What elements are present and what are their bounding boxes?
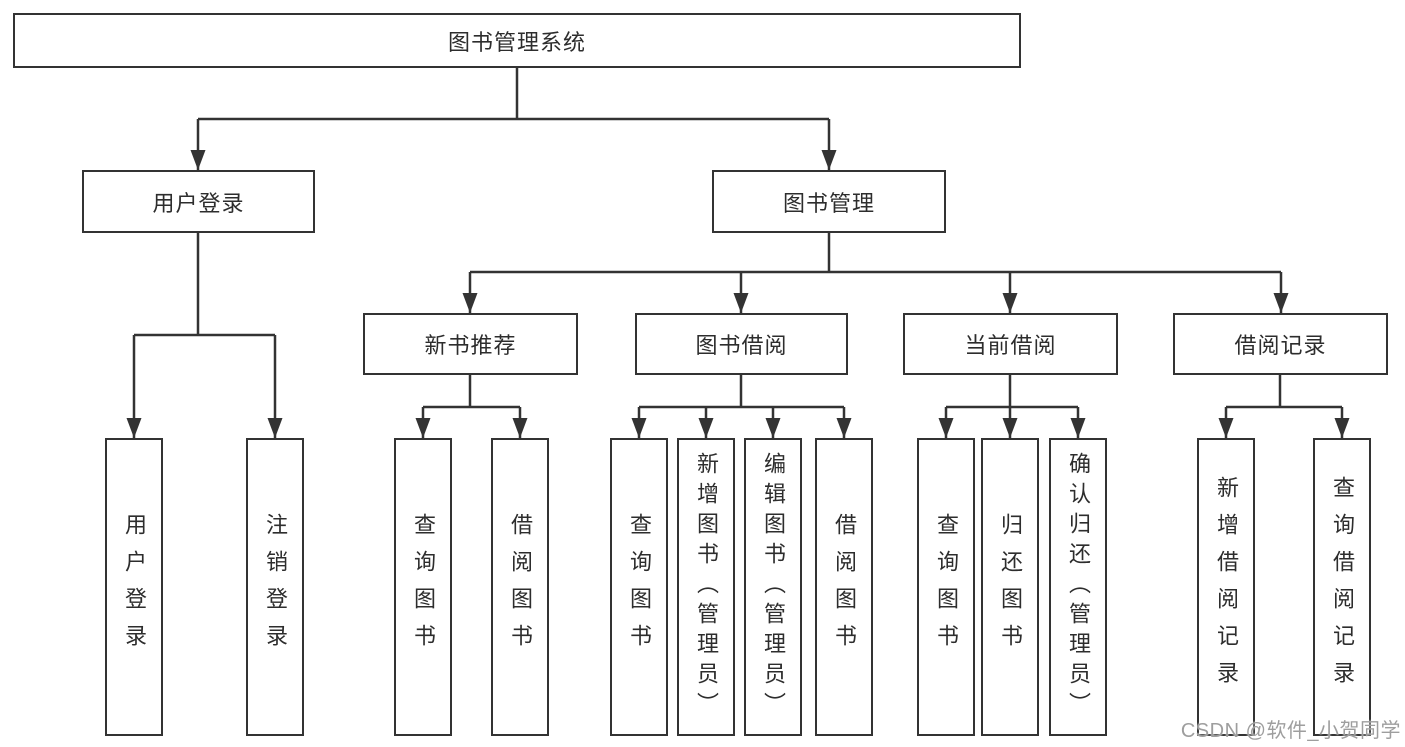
leaf-query-books-borrow: 查询图书 [610, 438, 668, 736]
node-root: 图书管理系统 [13, 13, 1021, 68]
leaf-borrow-books-recommend: 借阅图书 [491, 438, 549, 736]
leaf-borrow-books-borrow: 借阅图书 [815, 438, 873, 736]
csdn-watermark: CSDN @软件_小贺同学 [1180, 720, 1401, 742]
leaf-query-books-current: 查询图书 [917, 438, 975, 736]
leaf-edit-book-admin: 编辑图书（管理员） [744, 438, 802, 736]
node-user-login: 用户登录 [82, 170, 315, 233]
node-new-book-recommend: 新书推荐 [363, 313, 578, 375]
leaf-query-books-recommend: 查询图书 [394, 438, 452, 736]
leaf-return-book: 归还图书 [981, 438, 1039, 736]
leaf-query-borrow-record: 查询借阅记录 [1313, 438, 1371, 736]
leaf-logout: 注销登录 [246, 438, 304, 736]
leaf-user-login: 用户登录 [105, 438, 163, 736]
node-borrow-records: 借阅记录 [1173, 313, 1388, 375]
leaf-add-book-admin: 新增图书（管理员） [677, 438, 735, 736]
leaf-add-borrow-record: 新增借阅记录 [1197, 438, 1255, 736]
node-current-borrow: 当前借阅 [903, 313, 1118, 375]
node-book-borrow: 图书借阅 [635, 313, 848, 375]
node-book-management: 图书管理 [712, 170, 946, 233]
leaf-confirm-return-admin: 确认归还（管理员） [1049, 438, 1107, 736]
